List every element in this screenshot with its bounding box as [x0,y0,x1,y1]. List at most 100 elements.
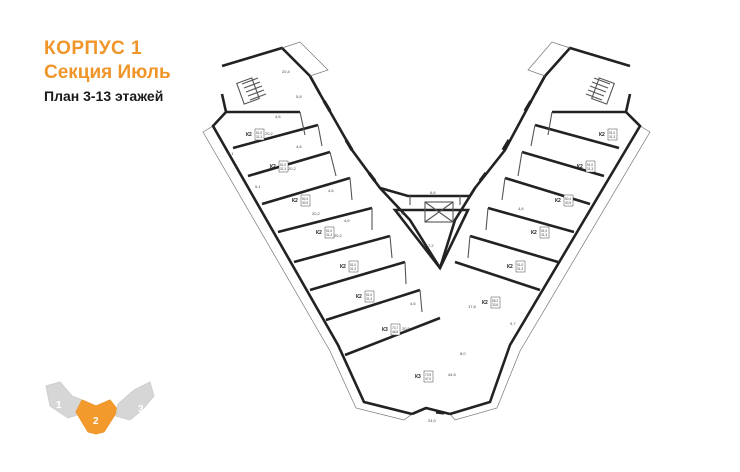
svg-text:К2: К2 [577,164,583,170]
svg-text:31,3: 31,3 [280,167,286,171]
minimap-section-2[interactable]: 2 [75,399,119,435]
flat-tag: К2 50,4 30,9 [292,194,311,207]
building-title: КОРПУС 1 [44,38,143,59]
svg-text:51,0: 51,0 [326,229,332,233]
svg-text:31,3: 31,3 [517,267,523,271]
svg-text:55,2: 55,2 [492,299,498,303]
flat-tag: К2 51,0 31,3 [507,260,526,273]
svg-text:47,0: 47,0 [425,377,431,381]
room-area: 20,2 [288,166,297,171]
svg-text:К2: К2 [531,230,537,236]
svg-text:33,6: 33,6 [492,303,498,307]
left-stair-tower [221,41,329,105]
svg-text:К2: К2 [316,230,322,236]
flat-tag: К2 51,0 31,3 [246,128,265,141]
svg-text:К2: К2 [356,294,362,300]
balcony-outline-left [202,125,413,421]
flat-tag: К2 55,2 33,6 [482,296,501,309]
room-area: 5,8 [296,94,302,99]
room-area: 5,1 [228,151,234,156]
windows [322,100,533,415]
right-stair-tower [527,41,631,105]
room-area: 20,5 [402,326,411,331]
floors-subtitle: План 3-13 этажей [44,88,164,104]
room-area: 8,0 [460,351,466,356]
flat-tag: К2 51,0 31,3 [599,128,618,141]
bottom-wall [411,406,451,416]
svg-text:73,7: 73,7 [392,326,398,330]
svg-text:К2: К2 [482,300,488,306]
room-area: 20,2 [312,211,321,216]
room-area: 6,6 [430,190,436,195]
minimap-section-1-label: 1 [56,400,62,411]
svg-text:31,3: 31,3 [366,297,372,301]
minimap-section-3-label: 3 [138,404,144,415]
svg-text:51,0: 51,0 [609,131,615,135]
section-title: Секция Июль [44,62,171,83]
svg-text:51,0: 51,0 [587,163,593,167]
flat-tag: К3 73,9 47,0 [415,370,434,383]
svg-text:31,3: 31,3 [541,233,547,237]
svg-text:31,3: 31,3 [350,267,356,271]
room-area: 17,8 [468,304,477,309]
flat-tags-right: К2 51,0 31,3 К2 51,0 31,3 К2 50,4 30,9 К… [482,128,618,309]
svg-text:К2: К2 [599,132,605,138]
svg-text:31,3: 31,3 [587,167,593,171]
minimap-section-2-label: 2 [93,416,99,427]
svg-text:К2: К2 [270,164,276,170]
svg-text:К2: К2 [340,264,346,270]
svg-text:51,0: 51,0 [256,131,262,135]
right-partitions [454,110,626,292]
room-labels: 20,4 5,8 4,6 20,2 5,1 4,6 20,2 5,1 7,2 4… [228,69,524,423]
svg-text:51,0: 51,0 [366,293,372,297]
svg-text:73,9: 73,9 [425,373,431,377]
room-area: 4,6 [344,218,350,223]
room-area: 4,6 [275,114,281,119]
svg-text:К3: К3 [382,327,388,333]
room-area: 4,6 [328,188,334,193]
svg-text:50,4: 50,4 [302,197,308,201]
flat-tag: К2 51,0 31,3 [356,290,375,303]
svg-text:51,0: 51,0 [350,263,356,267]
room-area: 20,2 [334,233,343,238]
central-core [379,186,477,271]
flat-tag: К2 50,4 30,9 [555,194,574,207]
svg-text:31,3: 31,3 [256,135,262,139]
svg-text:К2: К2 [246,132,252,138]
svg-text:51,0: 51,0 [517,263,523,267]
left-partitions [226,110,441,357]
room-area: 7,2 [428,243,434,248]
svg-text:51,0: 51,0 [280,163,286,167]
room-area: 4,6 [296,144,302,149]
flat-tag: К2 51,0 31,3 [577,160,596,173]
balcony-outline-right [449,125,651,421]
flat-tags-left: К2 51,0 31,3 К2 51,0 31,3 К2 50,4 30,9 К… [246,128,434,383]
right-wing-outer-wall [449,93,642,416]
left-wing-outer-wall [211,93,413,416]
svg-text:50,4: 50,4 [565,197,571,201]
svg-text:30,9: 30,9 [565,201,571,205]
svg-text:К3: К3 [415,374,421,380]
room-area: 24,0 [428,418,437,423]
flat-tag: К2 51,0 31,3 [316,226,335,239]
svg-text:31,3: 31,3 [326,233,332,237]
room-area: 44,5 [448,372,457,377]
room-area: 4,0 [398,211,404,216]
room-area: 4,6 [410,301,416,306]
flat-tag: К2 51,0 31,3 [270,160,289,173]
room-area: 9,7 [510,321,516,326]
room-area: 5,1 [255,184,261,189]
room-area: 20,4 [282,69,291,74]
svg-text:31,3: 31,3 [609,135,615,139]
room-area: 20,2 [265,131,274,136]
svg-text:К2: К2 [292,198,298,204]
minimap-section-3[interactable]: 3 [115,381,155,421]
svg-text:30,9: 30,9 [302,201,308,205]
section-minimap: 1 2 3 [45,381,155,435]
svg-text:К2: К2 [555,198,561,204]
flat-tag: К3 73,7 46,8 [382,323,401,336]
flat-tag: К2 51,0 31,3 [340,260,359,273]
svg-text:51,0: 51,0 [541,229,547,233]
svg-text:К2: К2 [507,264,513,270]
